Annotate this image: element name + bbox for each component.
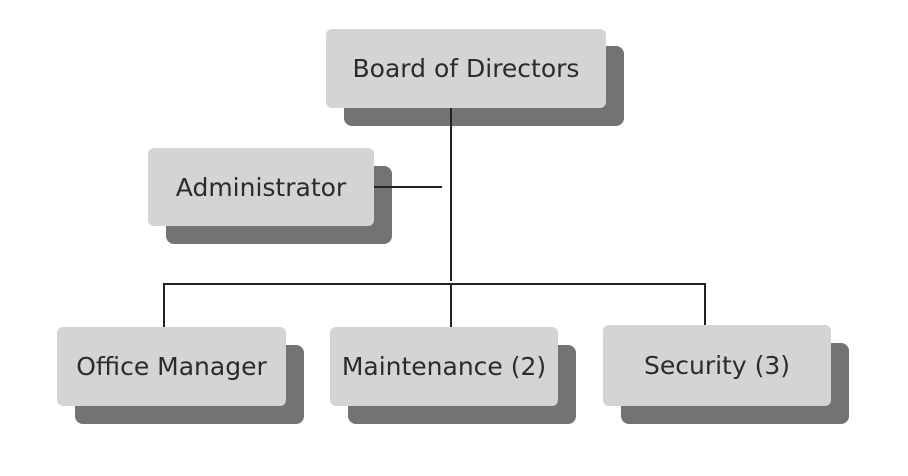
security-box: Security (3) [603,325,831,406]
board-of-directors-box: Board of Directors [326,29,606,108]
office-manager-drop [163,283,165,327]
administrator-label: Administrator [175,172,347,202]
board-of-directors-label: Board of Directors [352,54,580,83]
subordinate-horizontal-connector [163,283,706,285]
maintenance-box: Maintenance (2) [330,327,558,406]
administrator-connector [370,186,442,188]
maintenance-label: Maintenance (2) [341,352,547,381]
board-vertical-connector [450,108,452,281]
maintenance-drop [450,283,452,327]
office-manager-label: Office Manager [76,352,267,381]
administrator-box: Administrator [148,148,374,226]
security-drop [704,283,706,325]
office-manager-box: Office Manager [57,327,286,406]
security-label: Security (3) [643,351,791,380]
